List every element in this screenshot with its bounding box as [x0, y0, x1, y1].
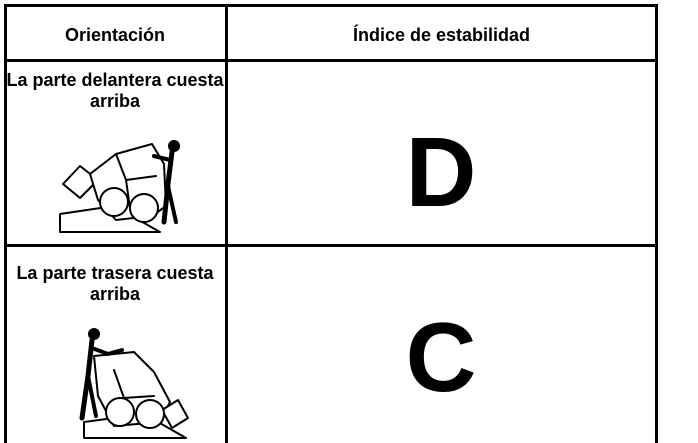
loader-front-uphill-icon	[59, 140, 180, 233]
table-border-right	[655, 4, 658, 443]
header-orientation: Orientación	[64, 25, 166, 45]
header-divider	[4, 59, 658, 62]
header-stability: Índice de estabilidad	[352, 25, 531, 45]
row-divider	[4, 244, 658, 247]
column-divider	[225, 4, 228, 443]
table-border-left	[4, 4, 7, 443]
loader-rear-uphill-icon	[79, 328, 189, 439]
row-front-uphill-label: La parte delantera cuesta arriba	[6, 70, 224, 111]
table-border-top	[4, 4, 658, 7]
row-rear-uphill-label: La parte trasera cuesta arriba	[16, 263, 214, 304]
row-rear-uphill-rating: C	[405, 302, 477, 412]
row-front-uphill-rating: D	[405, 117, 477, 227]
